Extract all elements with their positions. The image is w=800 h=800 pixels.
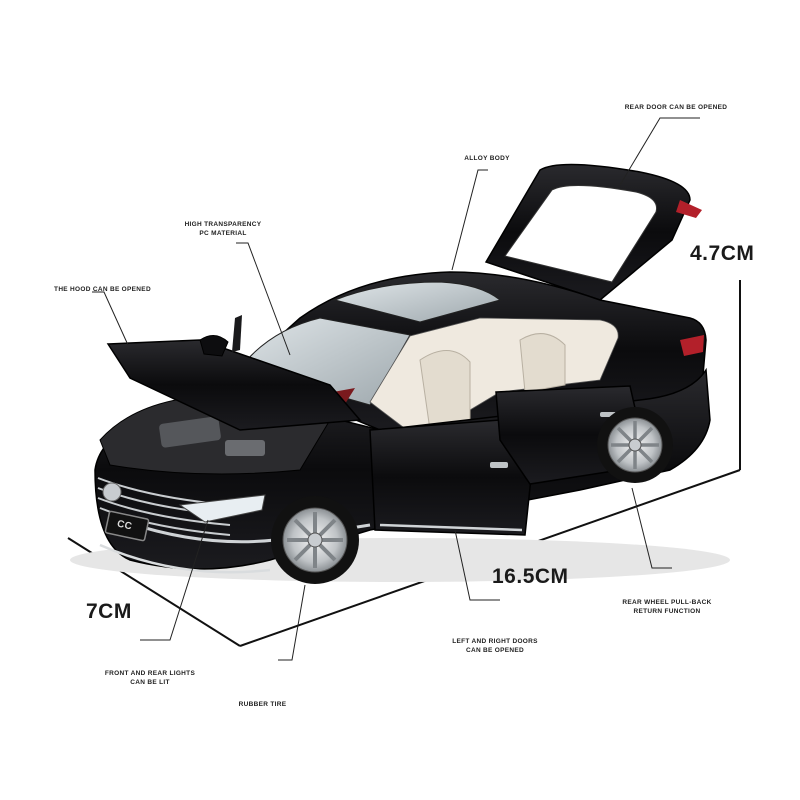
rear-door-open bbox=[484, 163, 702, 301]
tail-light bbox=[680, 335, 704, 356]
callout-pc-material: HIGH TRANSPARENCY PC MATERIAL bbox=[184, 221, 262, 237]
rear-wheel bbox=[597, 407, 673, 483]
front-door-open bbox=[369, 419, 536, 536]
callout-tire: RUBBER TIRE bbox=[238, 701, 287, 708]
callout-rear-wheel: REAR WHEEL PULL-BACK RETURN FUNCTION bbox=[622, 599, 712, 615]
dimension-length: 16.5CM bbox=[492, 565, 569, 588]
front-wheel bbox=[271, 496, 359, 584]
front-door-left bbox=[232, 315, 242, 352]
plate-text: CC bbox=[116, 518, 134, 533]
callout-doors: LEFT AND RIGHT DOORS CAN BE OPENED bbox=[452, 638, 538, 654]
callout-lights: FRONT AND REAR LIGHTS CAN BE LIT bbox=[104, 670, 196, 686]
dimension-width: 7CM bbox=[86, 600, 132, 623]
license-plate bbox=[104, 510, 150, 542]
callout-lines bbox=[92, 117, 700, 661]
callout-hood: THE HOOD CAN BE OPENED bbox=[54, 286, 151, 293]
side-mirror bbox=[199, 335, 229, 357]
callout-alloy-body: ALLOY BODY bbox=[464, 155, 510, 162]
callout-rear-door: REAR DOOR CAN BE OPENED bbox=[624, 104, 728, 111]
dimension-height: 4.7CM bbox=[690, 242, 755, 265]
